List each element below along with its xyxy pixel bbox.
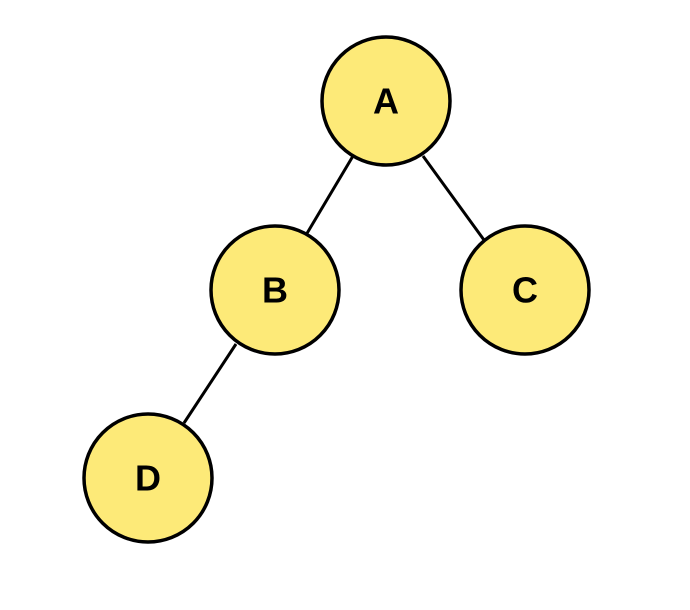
node-a-label: A — [373, 81, 399, 122]
node-b-circle — [209, 224, 341, 356]
node-d: D — [82, 412, 214, 544]
node-a-circle — [320, 35, 452, 167]
node-a: A — [320, 35, 452, 167]
node-b: B — [209, 224, 341, 356]
edge-a-b — [304, 155, 355, 236]
node-c-circle — [459, 224, 591, 356]
node-b-label: B — [262, 270, 288, 311]
node-d-circle — [82, 412, 214, 544]
edge-b-d — [182, 343, 238, 424]
edge-a-c — [421, 155, 486, 241]
node-d-label: D — [135, 458, 161, 499]
node-c: C — [459, 224, 591, 356]
node-c-label: C — [512, 270, 538, 311]
